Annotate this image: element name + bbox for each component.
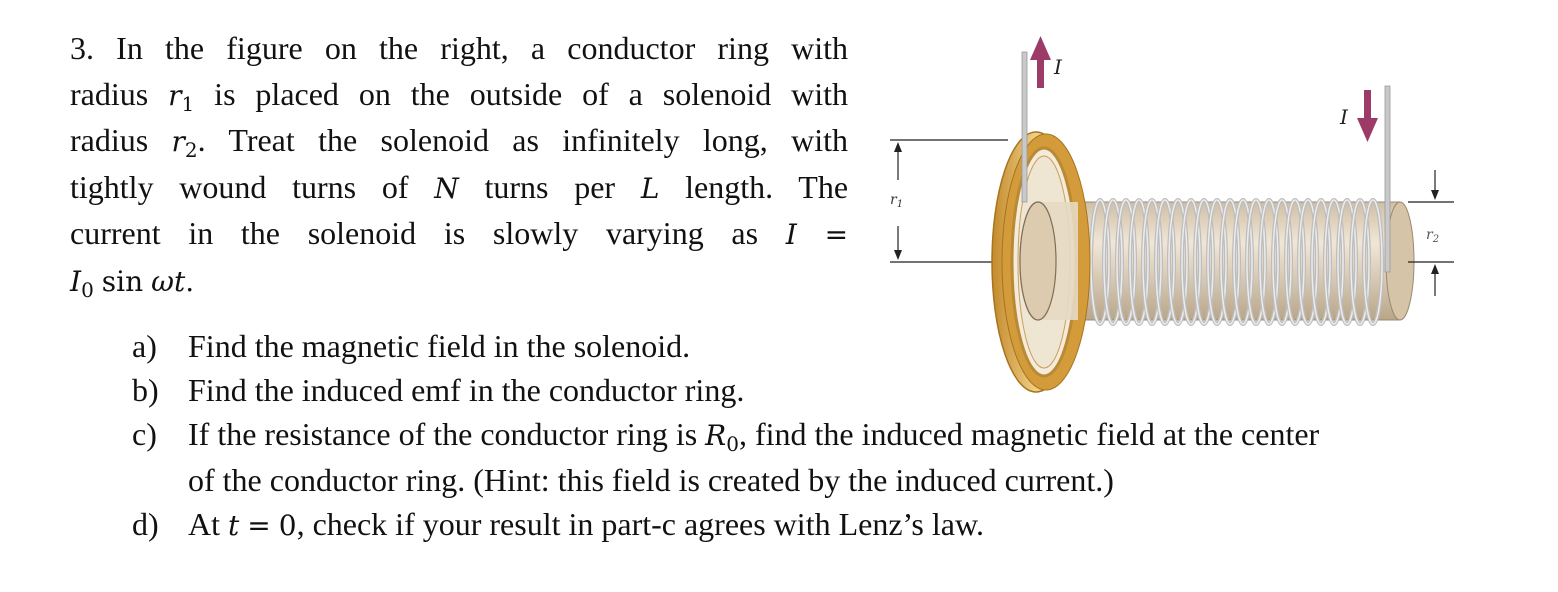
problem-number: 3. — [70, 30, 94, 66]
coil-turn-highlight — [1181, 199, 1201, 325]
problem-text: current in the solenoid is slowly varyin… — [70, 215, 759, 251]
period: . — [185, 264, 195, 298]
part-c: c) If the resistance of the conductor ri… — [132, 412, 1319, 502]
omega-t: ωt — [151, 264, 186, 298]
coil-turn-highlight — [1311, 199, 1331, 325]
coil-turn-highlight — [1142, 199, 1162, 325]
equals-sign: = — [824, 218, 849, 251]
problem-line-5: current in the solenoid is slowly varyin… — [70, 211, 848, 258]
lead-wires — [1021, 51, 1391, 273]
R0-subscript: 0 — [726, 432, 739, 456]
figure-svg: r1 I — [890, 36, 1454, 393]
r1-dimension: r1 — [890, 139, 1018, 263]
r2-letter: r — [171, 125, 185, 158]
problem-line-6: I0 sin ωt. — [70, 258, 848, 305]
r2-symbol: r2 — [171, 125, 198, 160]
problem-text: turns per — [484, 168, 616, 205]
coil-turn-highlight — [1116, 199, 1136, 325]
part-text: Find the induced emf in the conductor ri… — [188, 372, 745, 408]
r2-subscript: 2 — [184, 138, 198, 162]
coil-turn-highlight — [1337, 199, 1357, 325]
coil-turn-highlight — [1272, 199, 1292, 325]
current-arrow-out: I — [1339, 90, 1378, 142]
solenoid-ring-figure: r1 I — [868, 30, 1458, 420]
r2-dimension: r2 — [1408, 170, 1454, 296]
current-label-in: I — [1053, 55, 1063, 79]
coil-turn-highlight — [1220, 199, 1240, 325]
part-label: c) — [132, 416, 157, 452]
sin-function: sin — [101, 264, 144, 298]
problem-line-4: tightly wound turns of N turns per L len… — [70, 165, 848, 212]
coil-turn-highlight — [1194, 199, 1214, 325]
problem-line-3: radius r2. Treat the solenoid as infinit… — [70, 118, 848, 165]
problem-text: . Treat the solenoid as infinitely long,… — [197, 122, 849, 158]
I0-letter: I — [70, 264, 82, 298]
coil-turn-highlight — [1285, 199, 1305, 325]
problem-text: tightly wound turns of — [70, 168, 409, 205]
current-label-out: I — [1339, 105, 1349, 129]
part-text-segment: of the conductor ring. (Hint: this field… — [188, 462, 1114, 498]
problem-text: length. The — [685, 168, 849, 205]
coil-turn-highlight — [1103, 199, 1123, 325]
problem-text: In the figure on the right, a conductor … — [116, 30, 848, 66]
R0-symbol: R0 — [705, 419, 739, 454]
coil-turn-highlight — [1324, 199, 1344, 325]
part-label: d) — [132, 506, 159, 542]
problem-text: radius — [70, 75, 149, 112]
coil-turn-highlight — [1207, 199, 1227, 325]
coil-turn-highlight — [1233, 199, 1253, 325]
problem-line-2: radius r1 is placed on the outside of a … — [70, 72, 848, 119]
r1-letter: r — [168, 78, 182, 112]
solenoid-coil — [1089, 198, 1384, 326]
r2-figure-label: r2 — [1426, 227, 1439, 245]
I0-symbol: I0 — [70, 264, 94, 300]
coil-turn-highlight — [1129, 199, 1149, 325]
part-label: a) — [132, 328, 157, 364]
part-text-segment: , find the induced magnetic field at the… — [738, 416, 1320, 452]
part-text-segment: If the resistance of the conductor ring … — [188, 416, 698, 452]
zero-value: 0 — [278, 509, 297, 542]
part-text: Find the magnetic field in the solenoid. — [188, 328, 691, 364]
r1-symbol: r1 — [168, 78, 194, 114]
L-symbol: L — [640, 171, 660, 205]
problem-parts: a) Find the magnetic field in the soleno… — [132, 324, 1319, 548]
r1-figure-label: r1 — [890, 192, 903, 210]
coil-turn-highlight — [1168, 199, 1188, 325]
coil-turn-highlight — [1363, 199, 1383, 325]
equals-sign: = — [247, 509, 271, 542]
coil-turn-highlight — [1298, 199, 1318, 325]
t-symbol: t — [228, 509, 240, 542]
current-arrow-in: I — [1030, 36, 1063, 88]
problem-text: radius — [70, 122, 149, 158]
part-text: If the resistance of the conductor ring … — [188, 412, 1319, 502]
coil-turn-highlight — [1090, 199, 1110, 325]
part-text-segment: At — [188, 506, 220, 542]
problem-text: is placed on the outside of a solenoid w… — [214, 75, 849, 112]
part-text-segment: , check if your result in part-c agrees … — [296, 506, 984, 542]
r1-subscript: 1 — [181, 91, 195, 116]
N-symbol: N — [434, 171, 459, 205]
I-symbol: I — [785, 218, 797, 251]
problem-statement: 3. In the figure on the right, a conduct… — [70, 26, 848, 304]
part-d: d) At t = 0, check if your result in par… — [132, 502, 1319, 548]
part-b: b) Find the induced emf in the conductor… — [132, 368, 1319, 412]
coil-turn-highlight — [1350, 199, 1370, 325]
part-a: a) Find the magnetic field in the soleno… — [132, 324, 1319, 368]
I0-subscript: 0 — [81, 277, 94, 302]
coil-turn-highlight — [1246, 199, 1266, 325]
problem-line-1: 3. In the figure on the right, a conduct… — [70, 26, 848, 72]
part-text: At t = 0, check if your result in part-c… — [188, 502, 984, 548]
part-label: b) — [132, 372, 159, 408]
coil-turn-highlight — [1259, 199, 1279, 325]
R0-letter: R — [705, 419, 727, 452]
coil-turn-highlight — [1155, 199, 1175, 325]
conductor-ring — [991, 131, 1091, 393]
